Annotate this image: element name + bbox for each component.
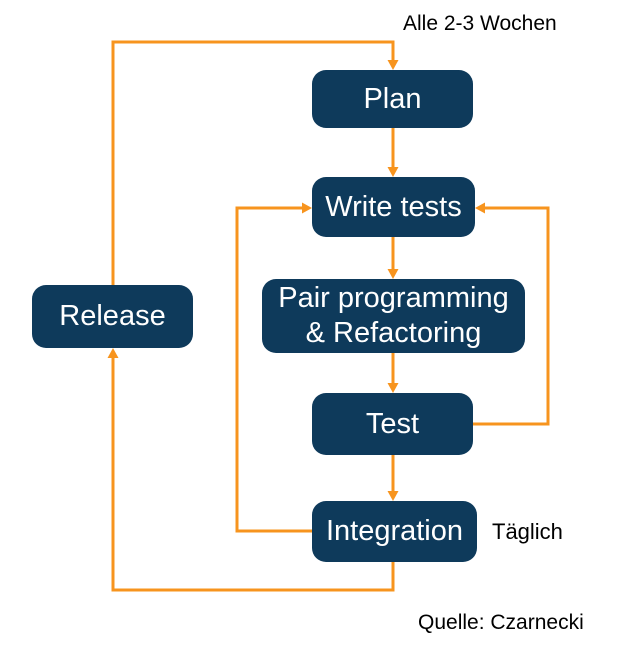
- annotation-daily: Täglich: [492, 519, 563, 544]
- arrowhead-into-write-tests-right: [475, 202, 485, 214]
- node-test-label: Test: [365, 407, 420, 440]
- node-plan-label: Plan: [363, 82, 422, 115]
- annotation-interval: Alle 2-3 Wochen: [403, 12, 557, 35]
- arrowhead-into-integration: [387, 491, 399, 501]
- arrowhead-into-pair: [387, 269, 399, 279]
- annotation-source: Quelle: Czarnecki: [418, 611, 584, 634]
- node-pair-programming: Pair programming & Refactoring: [262, 279, 525, 353]
- edge-integration-to-release: [111, 358, 395, 592]
- node-integration: Integration: [312, 501, 477, 562]
- node-pair-programming-label: Pair programming & Refactoring: [278, 282, 509, 349]
- node-integration-label: Integration: [325, 515, 464, 548]
- node-write-tests-label: Write tests: [325, 190, 462, 223]
- edge-integration-to-write-tests: [235, 206, 312, 533]
- arrowhead-into-release: [107, 348, 119, 358]
- node-write-tests: Write tests: [312, 177, 475, 237]
- arrowhead-into-plan: [387, 60, 399, 70]
- node-release: Release: [32, 285, 193, 348]
- node-test: Test: [312, 393, 473, 455]
- edge-release-to-plan: [111, 40, 395, 285]
- node-release-label: Release: [59, 300, 166, 333]
- edge-test-to-write-tests: [473, 206, 550, 426]
- arrowhead-into-write-tests-top: [387, 167, 399, 177]
- node-plan: Plan: [312, 70, 473, 128]
- arrowhead-into-write-tests-left: [302, 202, 312, 214]
- arrowhead-into-test: [387, 383, 399, 393]
